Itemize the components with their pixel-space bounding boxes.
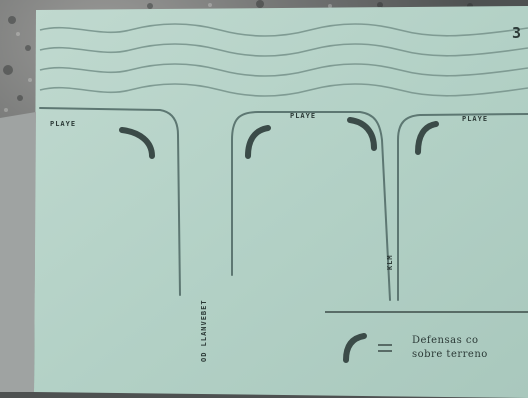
plate-label-left: PLAYE: [50, 120, 76, 128]
plate-label-right: PLAYE: [462, 115, 488, 123]
vertical-label-left: OD LLANVEBET: [200, 299, 208, 362]
plate-label-middle: PLAYE: [290, 112, 316, 120]
page-number: 3: [512, 24, 522, 42]
legend-text: Defensas co sobre terreno: [412, 334, 488, 362]
legend-line-2: sobre terreno: [412, 348, 488, 362]
paper-shadow-edge: [0, 112, 36, 392]
legend-line-1: Defensas co: [412, 334, 488, 348]
vertical-label-mid: KLM: [386, 254, 394, 270]
